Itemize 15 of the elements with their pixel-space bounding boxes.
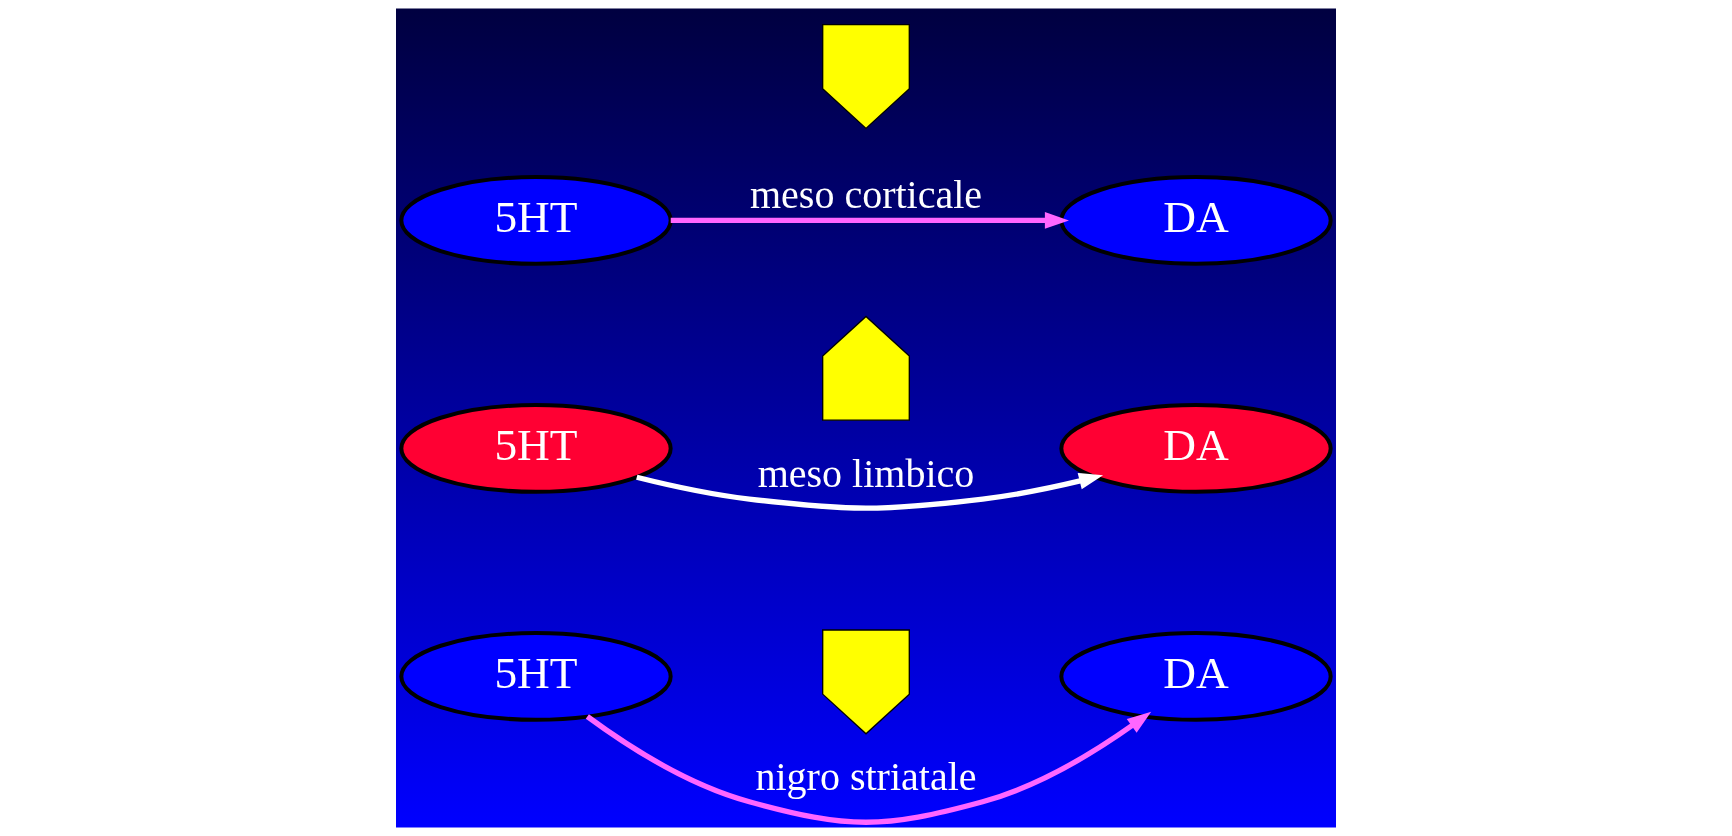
node-arrow — [822, 24, 910, 130]
edge-label: nigro striatale — [755, 753, 977, 799]
node-ellipse: 5HT — [399, 403, 673, 494]
node-arrow — [822, 315, 910, 421]
node-arrow — [822, 629, 910, 735]
node-ellipse: DA — [1059, 631, 1333, 722]
node-ellipse: 5HT — [399, 175, 673, 266]
node-ellipse: 5HT — [399, 631, 673, 722]
edge-label: meso limbico — [757, 451, 975, 497]
arrow — [636, 472, 1104, 511]
node-ellipse: DA — [1059, 403, 1333, 494]
node-ellipse: DA — [1059, 175, 1333, 266]
arrow — [670, 212, 1069, 229]
edge-label: meso corticale — [749, 172, 983, 218]
arrow — [585, 711, 1152, 825]
